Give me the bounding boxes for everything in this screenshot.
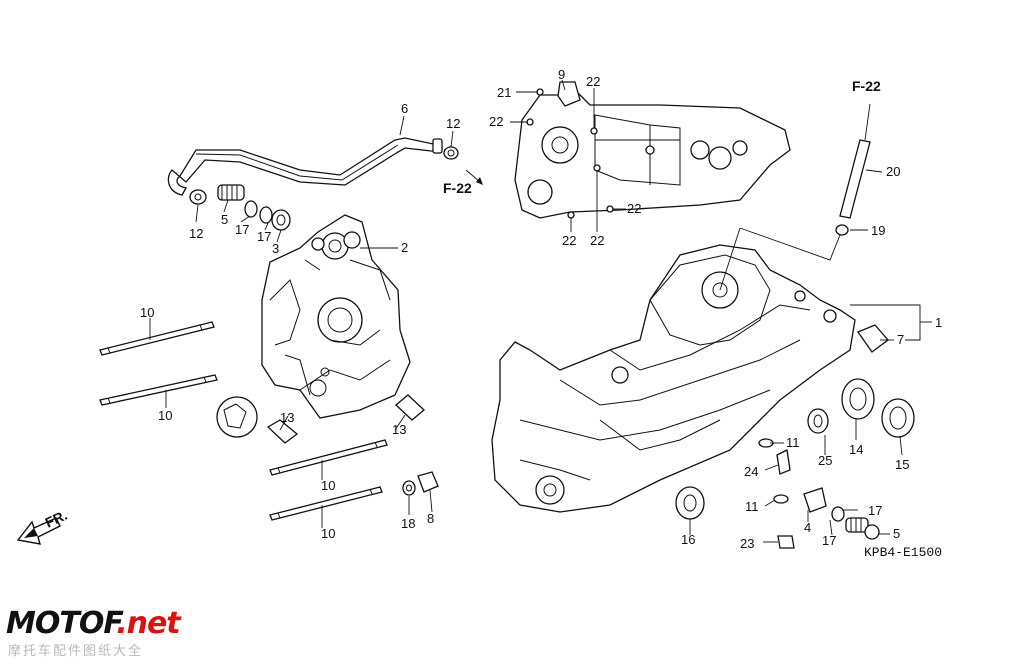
label-3: 3: [272, 241, 279, 256]
ref-f22-upper: F-22: [852, 78, 881, 94]
label-2: 2: [401, 240, 408, 255]
left-crankcase: [491, 244, 856, 513]
label-17c: 17: [868, 503, 882, 518]
brand-main: MOTOF: [6, 606, 117, 641]
label-17a: 17: [235, 222, 249, 237]
front-direction-arrow: FR.: [16, 507, 70, 545]
label-10a: 10: [140, 305, 154, 320]
breather-hose: [167, 137, 443, 196]
hose-clips: [189, 146, 459, 205]
label-16: 16: [681, 532, 695, 547]
label-5b: 5: [893, 526, 900, 541]
watermark-logo: MOTOF.net: [6, 606, 181, 641]
label-22e: 22: [590, 233, 604, 248]
bearing-and-seals: [675, 324, 915, 520]
part-labels: F-22 F-22 6 12 12 5 17 17 3 2 10 10 10 1…: [140, 67, 942, 560]
watermark-tagline: 摩托车配件图纸大全: [8, 644, 144, 659]
direction-label: FR.: [43, 507, 70, 531]
label-6: 6: [401, 101, 408, 116]
transmission-cover: [514, 81, 791, 219]
diagram-code: KPB4-E1500: [864, 545, 942, 560]
label-17b: 17: [257, 229, 271, 244]
label-7: 7: [897, 332, 904, 347]
label-15: 15: [895, 457, 909, 472]
label-13b: 13: [392, 422, 406, 437]
label-8: 8: [427, 511, 434, 526]
label-24: 24: [744, 464, 758, 479]
label-22a: 22: [586, 74, 600, 89]
breather-tube-20: [835, 139, 871, 236]
label-12a: 12: [446, 116, 460, 131]
oil-level-parts: [758, 438, 880, 549]
leader-lines: [149, 79, 932, 543]
label-25: 25: [818, 453, 832, 468]
label-11a: 11: [786, 435, 800, 450]
ref-f22-middle: F-22: [443, 180, 472, 196]
right-crankcase: [261, 214, 411, 419]
label-9: 9: [558, 67, 565, 82]
reference-arrows: [465, 169, 483, 185]
label-10d: 10: [321, 526, 335, 541]
dowel-pins: [266, 394, 425, 444]
label-13a: 13: [280, 410, 294, 425]
label-20: 20: [886, 164, 900, 179]
brand-suffix: .net: [116, 606, 180, 641]
label-5a: 5: [221, 212, 228, 227]
label-1: 1: [935, 315, 942, 330]
label-18: 18: [401, 516, 415, 531]
label-11b: 11: [745, 499, 759, 514]
label-4: 4: [804, 520, 811, 535]
label-17d: 17: [822, 533, 836, 548]
label-23: 23: [740, 536, 754, 551]
label-21: 21: [497, 85, 511, 100]
label-10b: 10: [158, 408, 172, 423]
label-22c: 22: [627, 201, 641, 216]
label-19: 19: [871, 223, 885, 238]
seal-and-collar: [402, 471, 439, 496]
label-22b: 22: [489, 114, 503, 129]
detail-circle: [216, 396, 258, 438]
label-10c: 10: [321, 478, 335, 493]
label-14: 14: [849, 442, 863, 457]
label-12b: 12: [189, 226, 203, 241]
stud-bolts: [99, 321, 388, 521]
label-22d: 22: [562, 233, 576, 248]
spring-and-washers: [217, 184, 291, 231]
